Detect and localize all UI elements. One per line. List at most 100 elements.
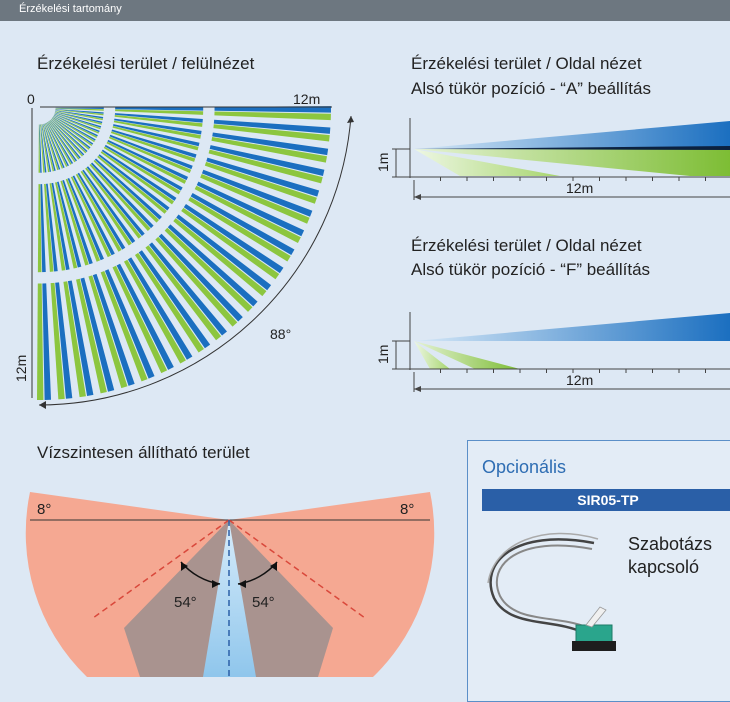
fan-beam-segment — [106, 141, 187, 184]
fan-beam-segment — [46, 122, 72, 165]
fan-beam-segment — [44, 123, 61, 170]
fan-beam-segment — [107, 139, 189, 181]
fan-beam-segment — [123, 259, 186, 364]
fan-beam-segment — [211, 137, 327, 163]
fan-beam-segment — [183, 204, 284, 274]
horizontal-right-angle: 8° — [400, 501, 414, 518]
side-f-blue-beam — [414, 313, 730, 341]
fan-beam-segment — [200, 174, 310, 224]
optional-title: Opcionális — [482, 457, 567, 477]
side-f-height-label: 1m — [375, 345, 391, 364]
fan-beam-segment — [97, 155, 167, 214]
fan-beam-segment — [44, 183, 54, 272]
fan-beam-segment — [114, 115, 203, 127]
fan-beam-segment — [42, 283, 52, 400]
fan-beam-segment — [50, 119, 87, 154]
side-view-a-diagram: 1m 12m — [375, 118, 730, 200]
fan-beam-segment — [56, 181, 82, 268]
fan-beam-segment — [100, 270, 148, 382]
side-a-title-line1: Érzékelési terület / Oldal nézet — [411, 54, 642, 73]
fan-beam-segment — [38, 124, 40, 173]
fan-beam-segment — [44, 123, 64, 169]
fan-beam-segment — [55, 109, 104, 116]
fan-beam-segment — [90, 162, 154, 229]
fan-beam-segment — [55, 108, 104, 111]
fan-beam-segment — [67, 280, 94, 397]
horizontal-title: Vízszintesen állítható terület — [37, 443, 250, 462]
side-f-title-line1: Érzékelési terület / Oldal nézet — [411, 236, 642, 255]
fan-beam-segment — [72, 175, 115, 256]
top-view-diagram: 0 12m 12m 88° — [13, 91, 354, 409]
fan-beam-segment — [89, 163, 151, 231]
fan-beam-segment — [213, 119, 331, 134]
side-f-title-line2: Alsó tükör pozíció - “F” beállítás — [411, 260, 651, 279]
side-a-scale-ticks — [440, 177, 706, 181]
fan-beam-segment — [204, 161, 317, 204]
fan-beam-segment — [39, 124, 42, 173]
side-a-green-beam — [414, 149, 730, 176]
fan-beam-segment — [51, 118, 88, 153]
fan-beam-segment — [46, 183, 58, 272]
fan-beam-segment — [82, 169, 136, 244]
fan-beam-segment — [80, 277, 115, 392]
fan-beam-segment — [37, 283, 44, 400]
fan-beam-segment — [48, 121, 77, 162]
fan-beam-segment — [115, 109, 204, 115]
fan-beam-segment — [111, 129, 197, 158]
top-view-fan — [37, 106, 331, 400]
optional-description: Szabotázs kapcsoló — [628, 533, 728, 579]
fan-beam-segment — [37, 184, 42, 273]
fan-beam-segment — [113, 120, 201, 139]
fan-beam-segment — [42, 124, 55, 172]
fan-beam-segment — [112, 126, 199, 151]
fan-beam-segment — [93, 159, 160, 223]
fan-beam-segment — [46, 122, 69, 167]
fan-beam-segment — [55, 282, 73, 399]
top-view-origin-label: 0 — [27, 91, 35, 107]
fan-beam-segment — [40, 124, 45, 173]
fan-beam-segment — [50, 282, 65, 400]
fan-beam-segment — [65, 178, 101, 262]
adjust-arrow-left-b — [212, 580, 220, 588]
fan-beam-segment — [110, 131, 196, 162]
fan-beam-segment — [138, 250, 211, 349]
fan-beam-segment — [116, 263, 174, 370]
fan-beam-segment — [190, 193, 295, 256]
fan-beam-segment — [43, 123, 59, 171]
side-f-lightgreen-beam — [414, 341, 450, 369]
fan-beam-segment — [209, 145, 325, 177]
detection-diagram: 0 12m 12m 88° 1m 12m 1m 12m — [13, 91, 730, 677]
fan-beam-segment — [60, 180, 89, 266]
fan-beam-segment — [104, 269, 155, 379]
horizontal-blue-beam — [203, 520, 256, 677]
fan-beam-segment — [208, 149, 323, 184]
fan-beam-segment — [53, 115, 98, 138]
side-view-f-diagram: 1m 12m — [375, 312, 730, 392]
fan-beam-segment — [51, 182, 70, 270]
fan-beam-segment — [54, 113, 101, 130]
fan-beam-segment — [77, 172, 126, 250]
side-a-range-arrow — [414, 194, 421, 200]
side-a-lightgreen-beam — [414, 149, 560, 176]
horizontal-diagram: 8° 8° 54° 54° — [25, 492, 435, 677]
fan-beam-segment — [49, 120, 80, 160]
fan-beam-segment — [54, 112, 102, 128]
fan-beam-segment — [196, 181, 305, 237]
top-view-arc-dimension — [38, 115, 352, 406]
optional-model-bar: SIR05-TP — [482, 489, 730, 511]
fan-beam-segment — [51, 118, 90, 150]
fan-beam-segment — [55, 182, 78, 269]
fan-beam-segment — [54, 114, 100, 134]
horizontal-right-adjust: 54° — [252, 594, 275, 611]
horizontal-left-adjust: 54° — [174, 594, 197, 611]
fan-beam-segment — [213, 124, 330, 142]
fan-beam-segment — [75, 173, 122, 252]
fan-beam-segment — [104, 144, 183, 191]
optional-desc-line1: Szabotázs — [628, 534, 713, 554]
top-view-title: Érzékelési terület / felülnézet — [37, 54, 255, 73]
fan-beam-segment — [214, 106, 331, 113]
fan-beam-segment — [63, 281, 86, 398]
fan-beam-segment — [40, 184, 46, 273]
fan-beam-segment — [80, 170, 132, 246]
fan-beam-segment — [62, 179, 93, 265]
